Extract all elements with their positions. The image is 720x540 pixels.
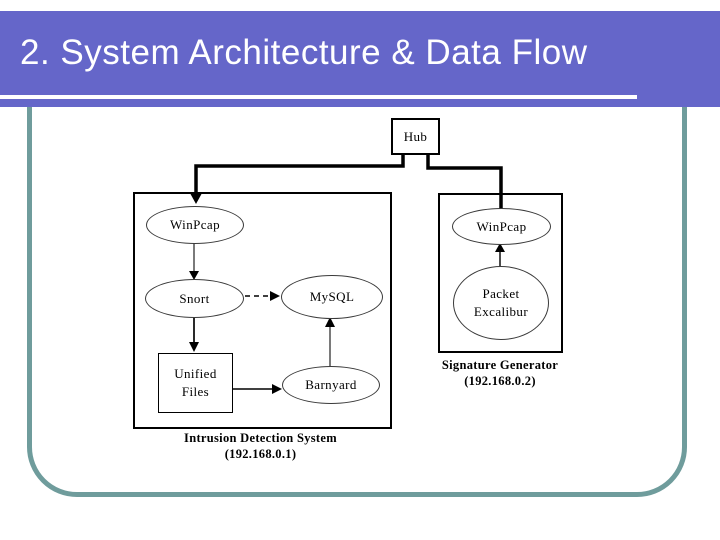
packet-excalibur-line2: Excalibur (473, 304, 529, 319)
ids-caption: Intrusion Detection System (192.168.0.1) (133, 431, 388, 462)
node-mysql: MySQL (281, 275, 383, 319)
signature-generator-caption: Signature Generator (192.168.0.2) (420, 358, 580, 389)
signature-generator-caption-ip: (192.168.0.2) (464, 373, 536, 388)
ids-caption-title: Intrusion Detection System (184, 431, 337, 445)
signature-generator-caption-title: Signature Generator (441, 358, 559, 372)
arrowhead-winpcap-to-snort (189, 271, 199, 280)
arrowhead-hub-to-ids (190, 194, 202, 204)
arrowhead-snort-to-unified (189, 342, 199, 352)
packet-excalibur-label: Packet Excalibur (474, 285, 528, 320)
node-winpcap-sig: WinPcap (452, 208, 551, 245)
node-winpcap-ids: WinPcap (146, 206, 244, 244)
packet-excalibur-line1: Packet (482, 286, 520, 302)
unified-files-label: Unified Files (174, 365, 217, 400)
arrowhead-unified-to-barnyard (272, 384, 282, 394)
unified-files-line1: Unified (174, 366, 217, 382)
title-banner: 2. System Architecture & Data Flow (0, 11, 720, 107)
title-underline (0, 95, 637, 99)
node-packet-excalibur: Packet Excalibur (453, 266, 549, 340)
node-unified-files: Unified Files (158, 353, 233, 413)
unified-files-line2: Files (181, 384, 210, 399)
arrowhead-snort-to-mysql (270, 291, 280, 301)
connector-hub-to-ids (194, 153, 405, 195)
node-hub: Hub (391, 118, 440, 155)
connector-hub-to-sig (426, 153, 503, 209)
arrowhead-barnyard-to-mysql (325, 317, 335, 327)
ids-caption-ip: (192.168.0.1) (224, 446, 297, 461)
arrowhead-packet-to-winpcap (495, 243, 505, 252)
node-barnyard: Barnyard (282, 366, 380, 404)
slide-title: 2. System Architecture & Data Flow (20, 33, 588, 72)
node-snort: Snort (145, 279, 244, 318)
ids-container-box (133, 192, 392, 429)
